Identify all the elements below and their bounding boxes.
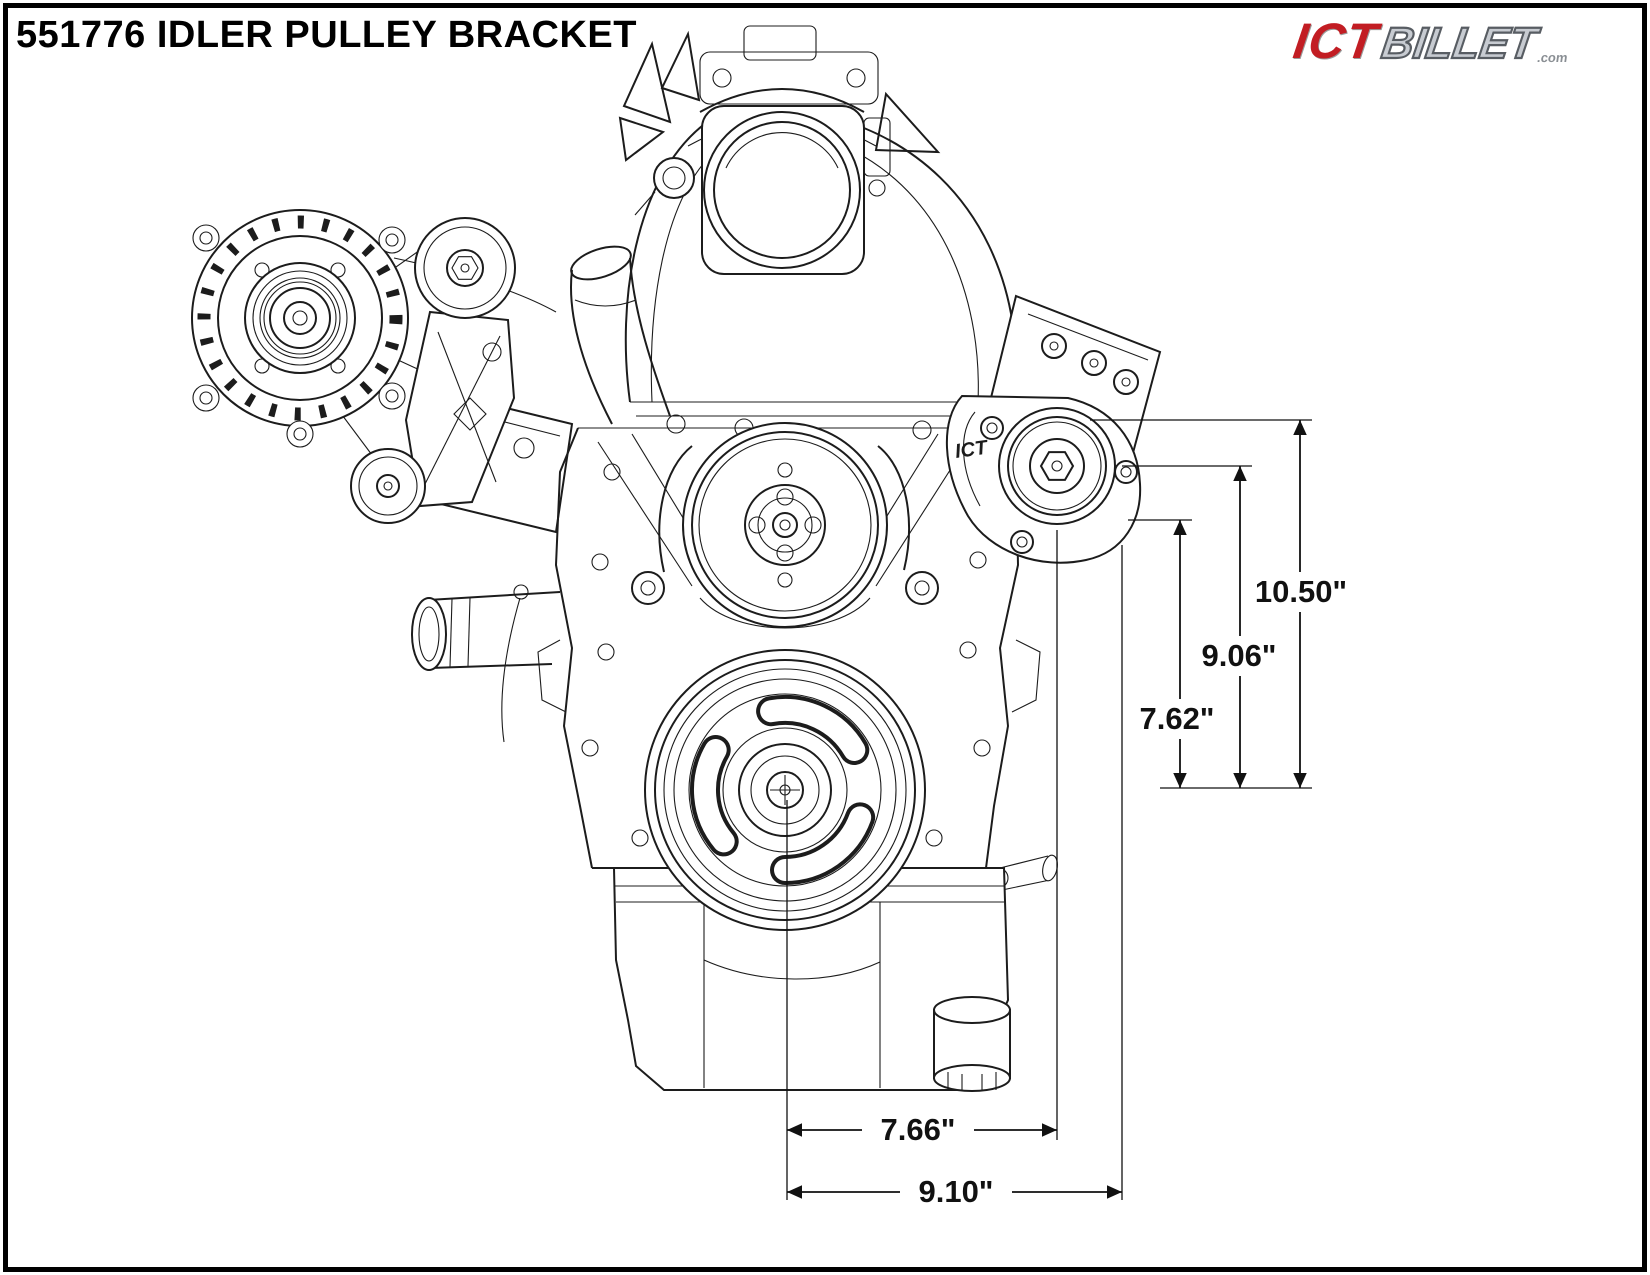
logo-billet-text: BILLET bbox=[1378, 18, 1541, 69]
water-pump bbox=[411, 422, 910, 671]
intake-and-throttle-body bbox=[570, 25, 1017, 440]
bracket-ict-engraving: ICT bbox=[954, 436, 991, 463]
logo-ict-text: ICT bbox=[1290, 13, 1382, 69]
water-pump-pulley bbox=[682, 422, 888, 628]
oil-filter bbox=[933, 996, 1011, 1092]
dim-label-10-50: 10.50" bbox=[1255, 574, 1347, 609]
dimension-annotations: 10.50" 9.06" 7.62" 7.66" 9.10" bbox=[786, 419, 1357, 1212]
idler-pulley-bracket: ICT bbox=[945, 394, 1142, 564]
dim-label-9-06: 9.06" bbox=[1201, 638, 1276, 673]
idler-pulley bbox=[998, 407, 1116, 525]
ict-billet-logo: ICT BILLET .com bbox=[1290, 12, 1574, 70]
idler-pulley-lower-left bbox=[350, 448, 426, 524]
logo-com-text: .com bbox=[1536, 50, 1569, 65]
tensioner-pulley bbox=[414, 217, 516, 319]
page-title: 551776 IDLER PULLEY BRACKET bbox=[16, 14, 637, 56]
left-accessories bbox=[191, 209, 557, 524]
oil-pan bbox=[612, 867, 1011, 1092]
tensioner-arm bbox=[404, 310, 516, 508]
alternator bbox=[191, 209, 409, 448]
dim-label-7-66: 7.66" bbox=[880, 1112, 955, 1147]
dim-label-7-62: 7.62" bbox=[1139, 701, 1214, 736]
dim-label-9-10: 9.10" bbox=[918, 1174, 993, 1209]
crank-balancer bbox=[644, 649, 926, 931]
